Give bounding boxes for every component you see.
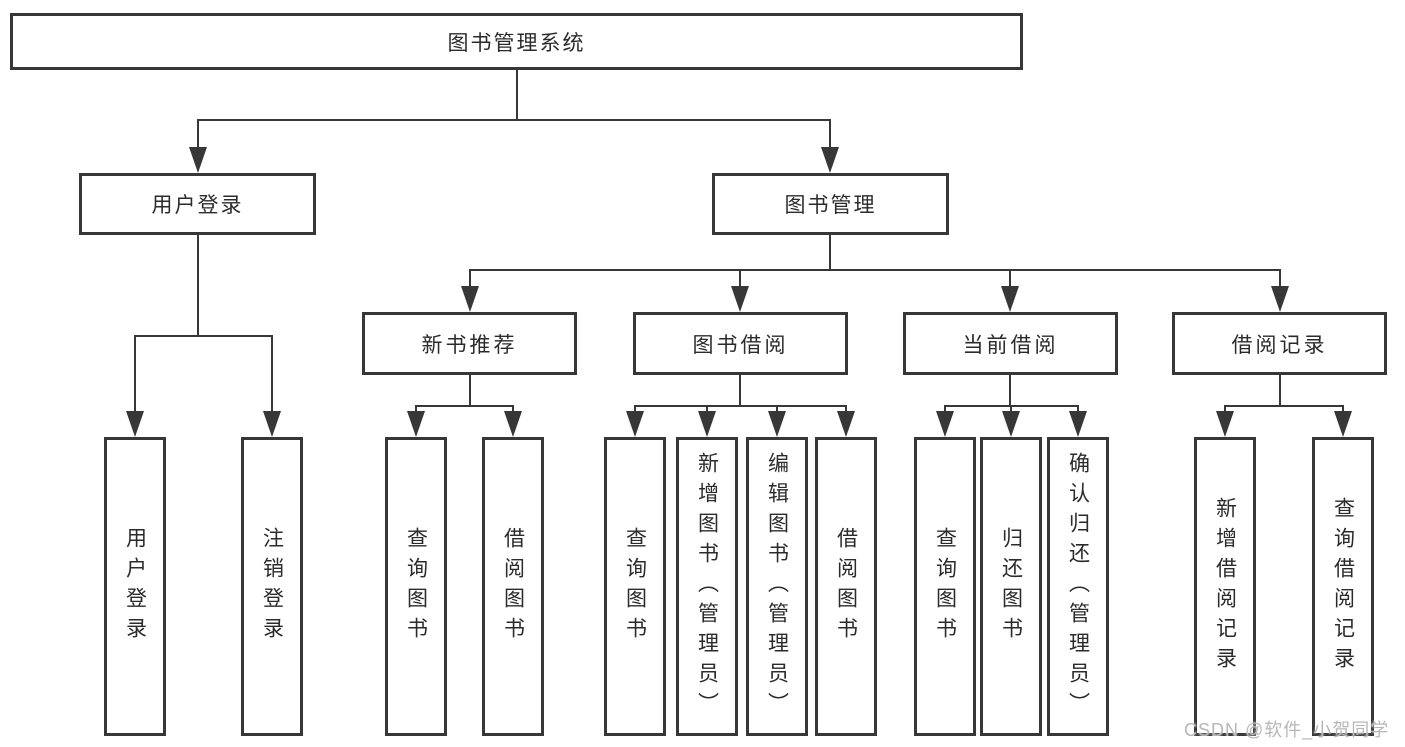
leaf-return-book: 归还图书 (980, 437, 1042, 736)
connector-l3-drop (739, 269, 741, 289)
leaf-label: 新增图书（管理员） (695, 451, 719, 722)
connector-leaf-drop (1077, 405, 1079, 415)
connector-leaf-drop (944, 405, 946, 415)
leaf-edit-book-admin: 编辑图书（管理员） (746, 437, 808, 736)
connector-leaf-drop (706, 405, 708, 415)
arrowhead-leaf (1216, 411, 1234, 437)
leaf-confirm-return-admin: 确认归还（管理员） (1047, 437, 1109, 736)
leaf-label: 新增借阅记录 (1213, 496, 1237, 677)
connector-book-mgmt-drop (829, 119, 831, 150)
connector-new-book-branch (415, 405, 514, 407)
node-user-login: 用户登录 (79, 173, 316, 235)
arrowhead-leaf (936, 411, 954, 437)
connector-leaf-drop (134, 335, 136, 413)
arrowhead-current-borrow (1001, 286, 1019, 312)
csdn-watermark: CSDN @软件_小贺同学 (1184, 720, 1390, 740)
connector-book-borrow-branch (634, 405, 847, 407)
arrowhead-user-login (189, 147, 207, 173)
arrowhead-leaf (1002, 411, 1020, 437)
leaf-label: 借阅图书 (501, 526, 525, 647)
arrowhead-book-mgmt (821, 147, 839, 173)
connector-book-mgmt-branch (469, 269, 1281, 271)
arrowhead-leaf (504, 411, 522, 437)
connector-root-stem (516, 70, 518, 121)
node-book-borrow: 图书借阅 (633, 312, 848, 375)
leaf-label: 查询图书 (933, 526, 957, 647)
leaf-label: 编辑图书（管理员） (765, 451, 789, 722)
connector-new-book-stem (469, 375, 471, 407)
node-label: 新书推荐 (421, 333, 518, 357)
connector-borrow-record-stem (1279, 375, 1281, 407)
leaf-query-book-2: 查询图书 (604, 437, 666, 736)
leaf-label: 注销登录 (260, 526, 284, 647)
leaf-borrow-book-2: 借阅图书 (815, 437, 877, 736)
node-book-management: 图书管理 (712, 173, 949, 235)
leaf-label: 用户登录 (123, 526, 147, 647)
node-library-management-system: 图书管理系统 (10, 13, 1023, 70)
node-borrow-record: 借阅记录 (1172, 312, 1387, 375)
node-label: 当前借阅 (962, 333, 1059, 357)
connector-user-login-branch (134, 335, 273, 337)
leaf-query-book-1: 查询图书 (385, 437, 447, 736)
arrowhead-leaf (698, 411, 716, 437)
arrowhead-new-book (461, 286, 479, 312)
arrowhead-leaf (837, 411, 855, 437)
arrowhead-leaf (1069, 411, 1087, 437)
leaf-query-book-3: 查询图书 (914, 437, 976, 736)
leaf-label: 查询图书 (404, 526, 428, 647)
leaf-logout: 注销登录 (241, 437, 303, 736)
leaf-query-borrow-record: 查询借阅记录 (1312, 437, 1374, 736)
arrowhead-leaf (626, 411, 644, 437)
node-label: 图书借阅 (692, 333, 789, 357)
node-label: 用户登录 (151, 194, 244, 217)
leaf-add-book-admin: 新增图书（管理员） (676, 437, 738, 736)
connector-leaf-drop (1342, 405, 1344, 415)
arrowhead-leaf (1334, 411, 1352, 437)
arrowhead-leaf (768, 411, 786, 437)
connector-leaf-drop (634, 405, 636, 415)
leaf-label: 查询图书 (623, 526, 647, 647)
connector-user-login-stem (197, 235, 199, 337)
arrowhead-leaf (407, 411, 425, 437)
node-current-borrow: 当前借阅 (903, 312, 1118, 375)
connector-book-mgmt-stem (829, 235, 831, 271)
connector-leaf-drop (271, 335, 273, 413)
arrowhead-leaf (263, 411, 281, 437)
leaf-label: 归还图书 (999, 526, 1023, 647)
arrowhead-book-borrow (731, 286, 749, 312)
connector-current-borrow-stem (1009, 375, 1011, 407)
connector-l3-drop (1009, 269, 1011, 289)
connector-leaf-drop (776, 405, 778, 415)
leaf-label: 借阅图书 (834, 526, 858, 647)
leaf-user-login: 用户登录 (104, 437, 166, 736)
connector-leaf-drop (415, 405, 417, 415)
node-new-book-recommend: 新书推荐 (362, 312, 577, 375)
node-label: 图书管理系统 (447, 31, 586, 55)
connector-l3-drop (469, 269, 471, 289)
connector-leaf-drop (512, 405, 514, 415)
arrowhead-borrow-record (1271, 286, 1289, 312)
node-label: 借阅记录 (1231, 333, 1328, 357)
connector-leaf-drop (1224, 405, 1226, 415)
leaf-label: 确认归还（管理员） (1066, 451, 1090, 722)
connector-l3-drop (1279, 269, 1281, 289)
connector-user-login-drop (197, 119, 199, 150)
connector-root-branch (197, 119, 831, 121)
connector-borrow-record-branch (1224, 405, 1343, 407)
connector-leaf-drop (1010, 405, 1012, 415)
leaf-add-borrow-record: 新增借阅记录 (1194, 437, 1256, 736)
node-label: 图书管理 (784, 194, 877, 217)
leaf-label: 查询借阅记录 (1331, 496, 1355, 677)
leaf-borrow-book-1: 借阅图书 (482, 437, 544, 736)
connector-book-borrow-stem (739, 375, 741, 407)
arrowhead-leaf (126, 411, 144, 437)
connector-leaf-drop (845, 405, 847, 415)
